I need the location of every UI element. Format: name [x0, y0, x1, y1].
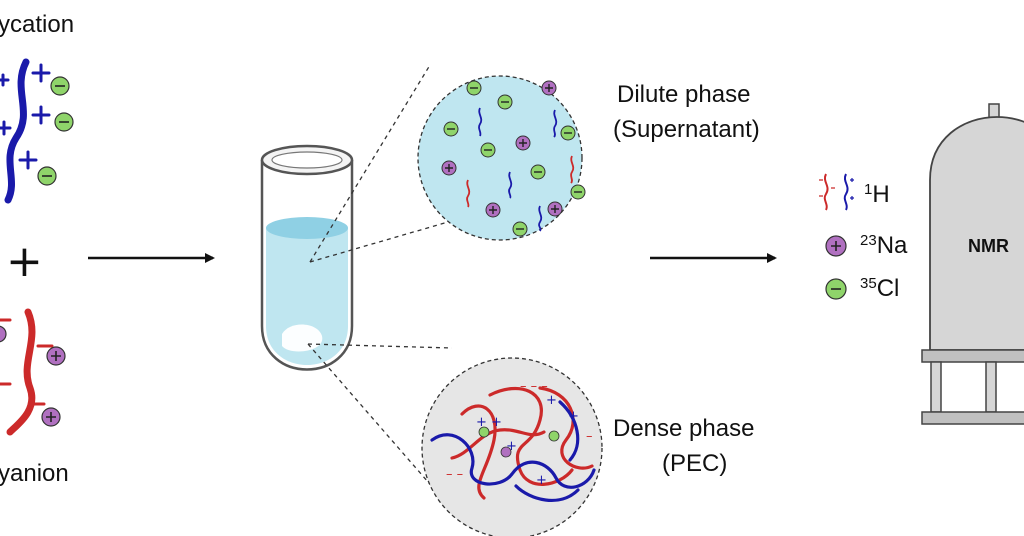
zoom-lines — [307, 64, 453, 499]
polyanion-chain — [450, 386, 594, 500]
supernatant-label: (Supernatant) — [613, 116, 760, 143]
chloride-ion-icon — [37, 76, 74, 186]
polyanion-chain-icon — [0, 308, 54, 436]
chloride-ion-icon — [478, 426, 560, 442]
svg-text:+ +: + + — [476, 415, 502, 430]
polymer-chains-icon — [819, 173, 854, 211]
nmr-spectrometer-icon — [921, 103, 1024, 425]
dense-phase-magnified-view: – – – + + + + – – – + + — [421, 357, 603, 536]
plus-sign: + — [6, 236, 43, 287]
polymer-chains-icon — [466, 107, 575, 232]
svg-text:+: + — [536, 473, 547, 488]
svg-text:– – –: – – – — [520, 379, 548, 394]
polyanion-label: yanion — [0, 460, 69, 487]
svg-text:1H: 1H — [864, 181, 890, 208]
nucleus-legend: 1H 23Na 35Cl — [819, 173, 908, 302]
counterion-charges: – – – + + + + – – – + + — [446, 379, 593, 488]
svg-text:+: + — [568, 409, 579, 424]
svg-text:35Cl: 35Cl — [860, 275, 899, 302]
svg-text:–: – — [586, 429, 593, 444]
sodium-ion-icon — [441, 80, 563, 218]
svg-text:– –: – – — [446, 467, 463, 482]
sodium-ion-icon — [500, 446, 512, 458]
svg-text:23Na: 23Na — [860, 232, 908, 259]
cl35-isotope: 35 — [860, 275, 877, 292]
dilute-phase-label: Dilute phase — [617, 81, 750, 108]
polycation-label: ycation — [0, 11, 74, 38]
h1-isotope: 1 — [864, 181, 872, 198]
polycation-chain-icon — [0, 58, 51, 204]
sodium-ion-icon — [825, 235, 847, 257]
chloride-ion-icon — [443, 80, 586, 237]
h1-element: H — [872, 181, 889, 208]
cl35-element: Cl — [877, 275, 900, 302]
dilute-phase-magnified-view — [417, 75, 586, 241]
na23-isotope: 23 — [860, 232, 877, 249]
polycation-chain — [430, 400, 596, 502]
chloride-ion-icon — [825, 278, 847, 300]
dense-phase-label: Dense phase — [613, 415, 754, 442]
sodium-ion-icon — [0, 325, 66, 427]
pec-label: (PEC) — [662, 450, 727, 477]
svg-text:+: + — [506, 439, 517, 454]
svg-text:+: + — [546, 393, 557, 408]
na23-element: Na — [877, 232, 908, 259]
test-tube-icon — [260, 144, 354, 371]
nmr-label: NMR — [968, 236, 1009, 256]
